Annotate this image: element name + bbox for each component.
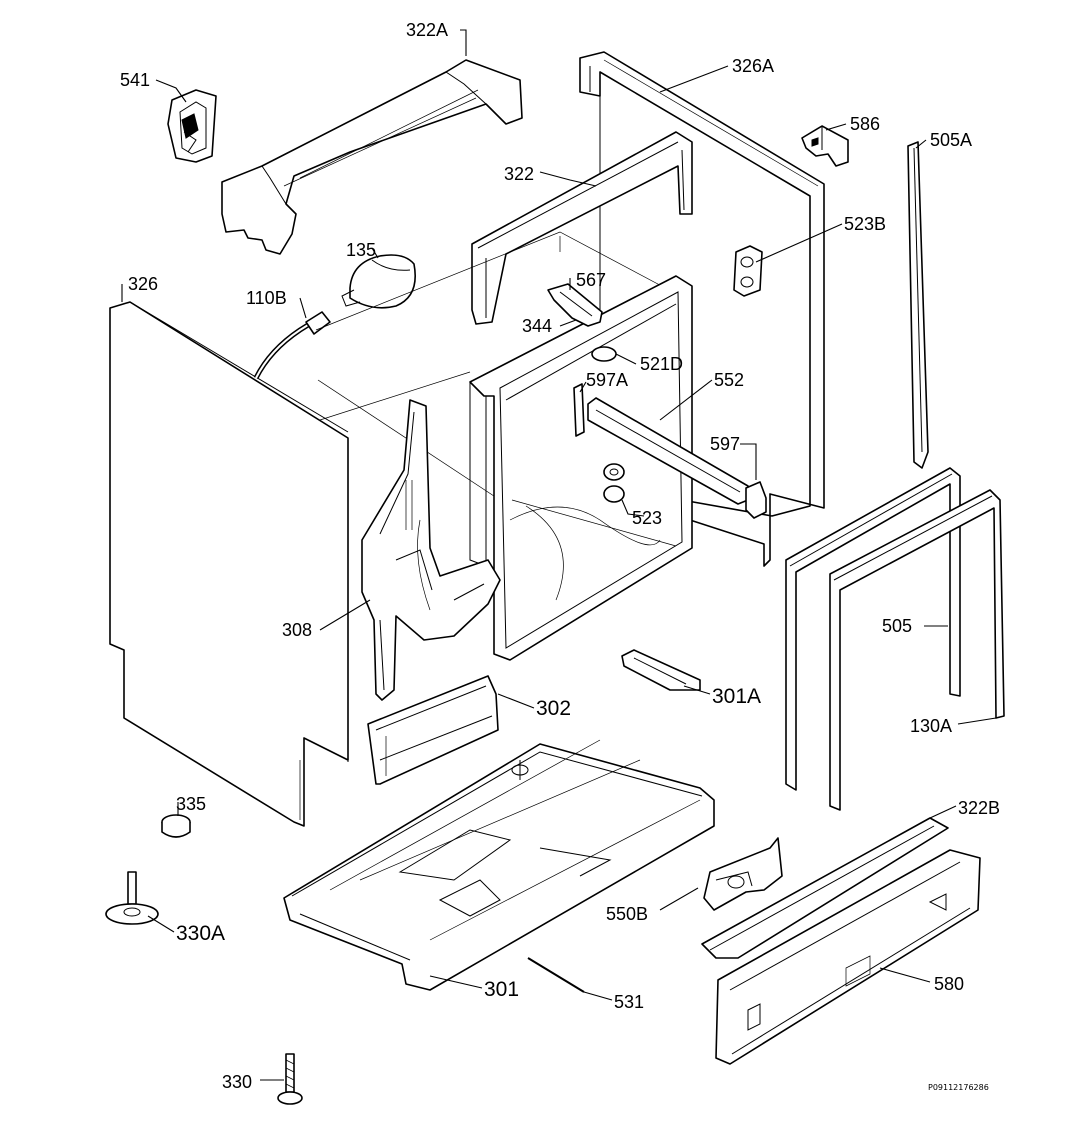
label-580: 580: [934, 974, 964, 994]
part-531-rod: [527, 957, 585, 993]
part-330-screw: [277, 1053, 303, 1105]
leader-lines: [121, 29, 997, 1081]
part-308-hinge: [361, 399, 501, 701]
label-505: 505: [882, 616, 912, 636]
part-523b-grommet: [733, 245, 763, 297]
label-586: 586: [850, 114, 880, 134]
part-335-cap: [161, 814, 191, 838]
label-330a: 330A: [176, 922, 225, 945]
label-567: 567: [576, 270, 606, 290]
part-322-inner-frame: [471, 131, 693, 325]
label-597: 597: [710, 434, 740, 454]
part-301-base-frame: [283, 739, 715, 991]
label-523b: 523B: [844, 214, 886, 234]
part-301a-component: [621, 649, 701, 691]
part-tub-front: [469, 275, 693, 661]
label-301: 301: [484, 978, 519, 1001]
part-541-clip: [167, 89, 217, 163]
part-302-bracket: [367, 675, 499, 785]
part-135-salt-container: [341, 254, 416, 309]
label-135: 135: [346, 240, 376, 260]
label-550b: 550B: [606, 904, 648, 924]
part-330a-foot: [105, 871, 159, 925]
label-301a: 301A: [712, 685, 761, 708]
label-130a: 130A: [910, 716, 952, 736]
part-labels: 541 322A 326A 586 505A 322 135 523B 326 …: [120, 20, 1000, 1092]
label-523: 523: [632, 508, 662, 528]
part-322b-rail: [701, 817, 949, 959]
label-344: 344: [522, 316, 552, 336]
label-597a: 597A: [586, 370, 628, 390]
part-597-clip: [745, 481, 767, 519]
label-330: 330: [222, 1072, 252, 1092]
part-550b-bracket: [703, 837, 783, 911]
part-523-connectors: [603, 463, 625, 503]
label-541: 541: [120, 70, 150, 90]
part-322a-top-rail: [221, 59, 523, 255]
part-567-344-clip: [547, 283, 603, 327]
part-326-side-panel: [109, 301, 349, 827]
part-597a-clip: [573, 383, 585, 437]
part-130a-gasket: [829, 489, 1005, 811]
label-505a: 505A: [930, 130, 972, 150]
label-308: 308: [282, 620, 312, 640]
label-552: 552: [714, 370, 744, 390]
part-505-door-seal: [785, 467, 961, 791]
part-505a-strip: [907, 141, 929, 469]
drawing-reference-number: P09112176286: [928, 1083, 989, 1092]
part-580-base-plate: [715, 849, 981, 1065]
label-326a: 326A: [732, 56, 774, 76]
label-326: 326: [128, 274, 158, 294]
label-521d: 521D: [640, 354, 683, 374]
label-110b: 110B: [246, 288, 287, 308]
label-322b: 322B: [958, 798, 1000, 818]
part-586-bracket: [801, 125, 849, 167]
label-322: 322: [504, 164, 534, 184]
part-521d-plug: [591, 346, 617, 362]
label-302: 302: [536, 697, 571, 720]
label-322a: 322A: [406, 20, 448, 40]
label-531: 531: [614, 992, 644, 1012]
part-110b-hose: [253, 311, 331, 380]
label-335: 335: [176, 794, 206, 814]
